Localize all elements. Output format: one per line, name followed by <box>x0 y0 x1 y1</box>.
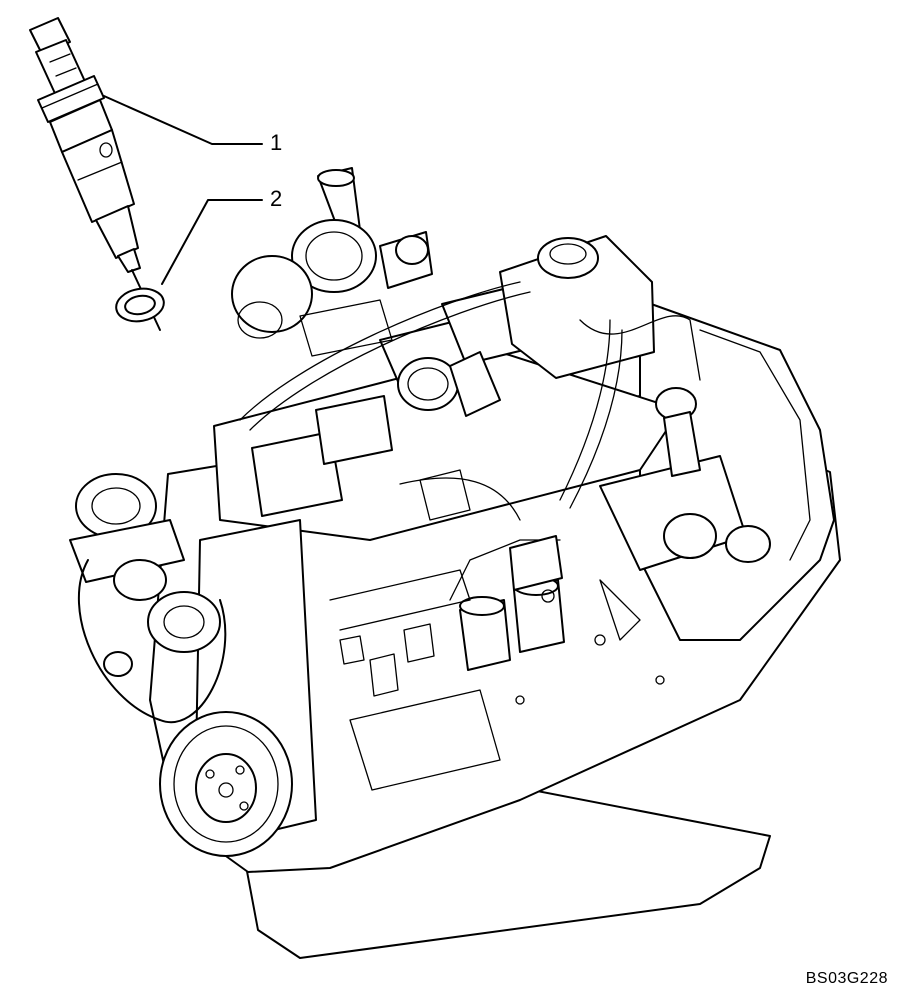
callout-leader-1 <box>103 95 263 145</box>
fuel-injector <box>29 17 161 331</box>
callout-leader-2 <box>161 199 263 285</box>
injection-pump <box>599 387 771 571</box>
turbocharger <box>231 167 433 357</box>
reference-code: BS03G228 <box>805 970 888 987</box>
sealing-washer <box>115 287 165 323</box>
callout-label-1: 1 <box>270 130 283 155</box>
front-accessory-drive <box>69 473 317 857</box>
callout-label-2: 2 <box>270 186 283 211</box>
block-details <box>329 469 665 791</box>
